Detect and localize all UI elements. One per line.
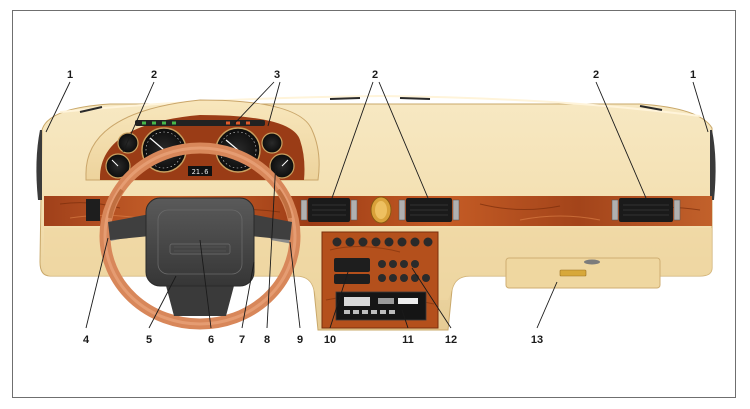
leader-4	[85, 237, 109, 329]
console-top-buttons	[332, 237, 433, 247]
cluster-display	[188, 166, 212, 176]
callout-6: 6	[208, 334, 214, 346]
leader-12	[411, 267, 452, 329]
callout-5: 5	[146, 334, 152, 346]
callout-3: 3	[274, 69, 280, 81]
callout-10: 10	[324, 334, 336, 346]
callout-11: 11	[402, 334, 414, 346]
radio-unit	[335, 291, 427, 321]
leader-2-right	[595, 81, 647, 199]
glove-box-latch	[559, 269, 587, 277]
callout-2-center: 2	[372, 69, 378, 81]
callout-8: 8	[264, 334, 270, 346]
climate-control-panel	[334, 258, 430, 284]
leader-11	[401, 309, 409, 329]
callout-12: 12	[445, 334, 457, 346]
callout-7: 7	[239, 334, 245, 346]
leader-1-right	[692, 81, 709, 133]
leader-10	[329, 271, 349, 329]
callout-2-cluster: 2	[151, 69, 157, 81]
callout-1-right: 1	[690, 69, 696, 81]
callout-9: 9	[297, 334, 303, 346]
callout-13: 13	[531, 334, 543, 346]
leader-7	[241, 261, 255, 329]
leader-2-center-a	[331, 81, 374, 199]
leader-5	[148, 275, 177, 329]
callout-2-right: 2	[593, 69, 599, 81]
leader-8	[266, 159, 277, 329]
leader-9	[289, 241, 301, 329]
leader-1-left	[45, 81, 71, 133]
leader-3-b	[267, 81, 281, 127]
leader-2-center-b	[378, 81, 429, 199]
right-upper-gauge	[261, 132, 283, 154]
glove-box	[505, 257, 661, 289]
left-side-vent	[86, 199, 100, 221]
callout-labels: 1 1 2 2 2 3 4 5 6 7 8 9 10 11 12 13	[67, 69, 696, 346]
left-upper-gauge	[117, 132, 139, 154]
leader-13	[536, 281, 558, 329]
air-vents	[86, 196, 681, 224]
cluster-display-text: 21.6	[192, 168, 209, 176]
leader-lines	[45, 81, 709, 329]
callout-1-left: 1	[67, 69, 73, 81]
diagram-frame	[12, 10, 736, 398]
center-console	[321, 231, 439, 329]
leader-6	[199, 239, 212, 329]
leader-2-cluster	[122, 81, 155, 153]
leader-3-a	[233, 81, 275, 125]
defrost-strip	[79, 97, 663, 113]
callout-4: 4	[83, 334, 90, 346]
